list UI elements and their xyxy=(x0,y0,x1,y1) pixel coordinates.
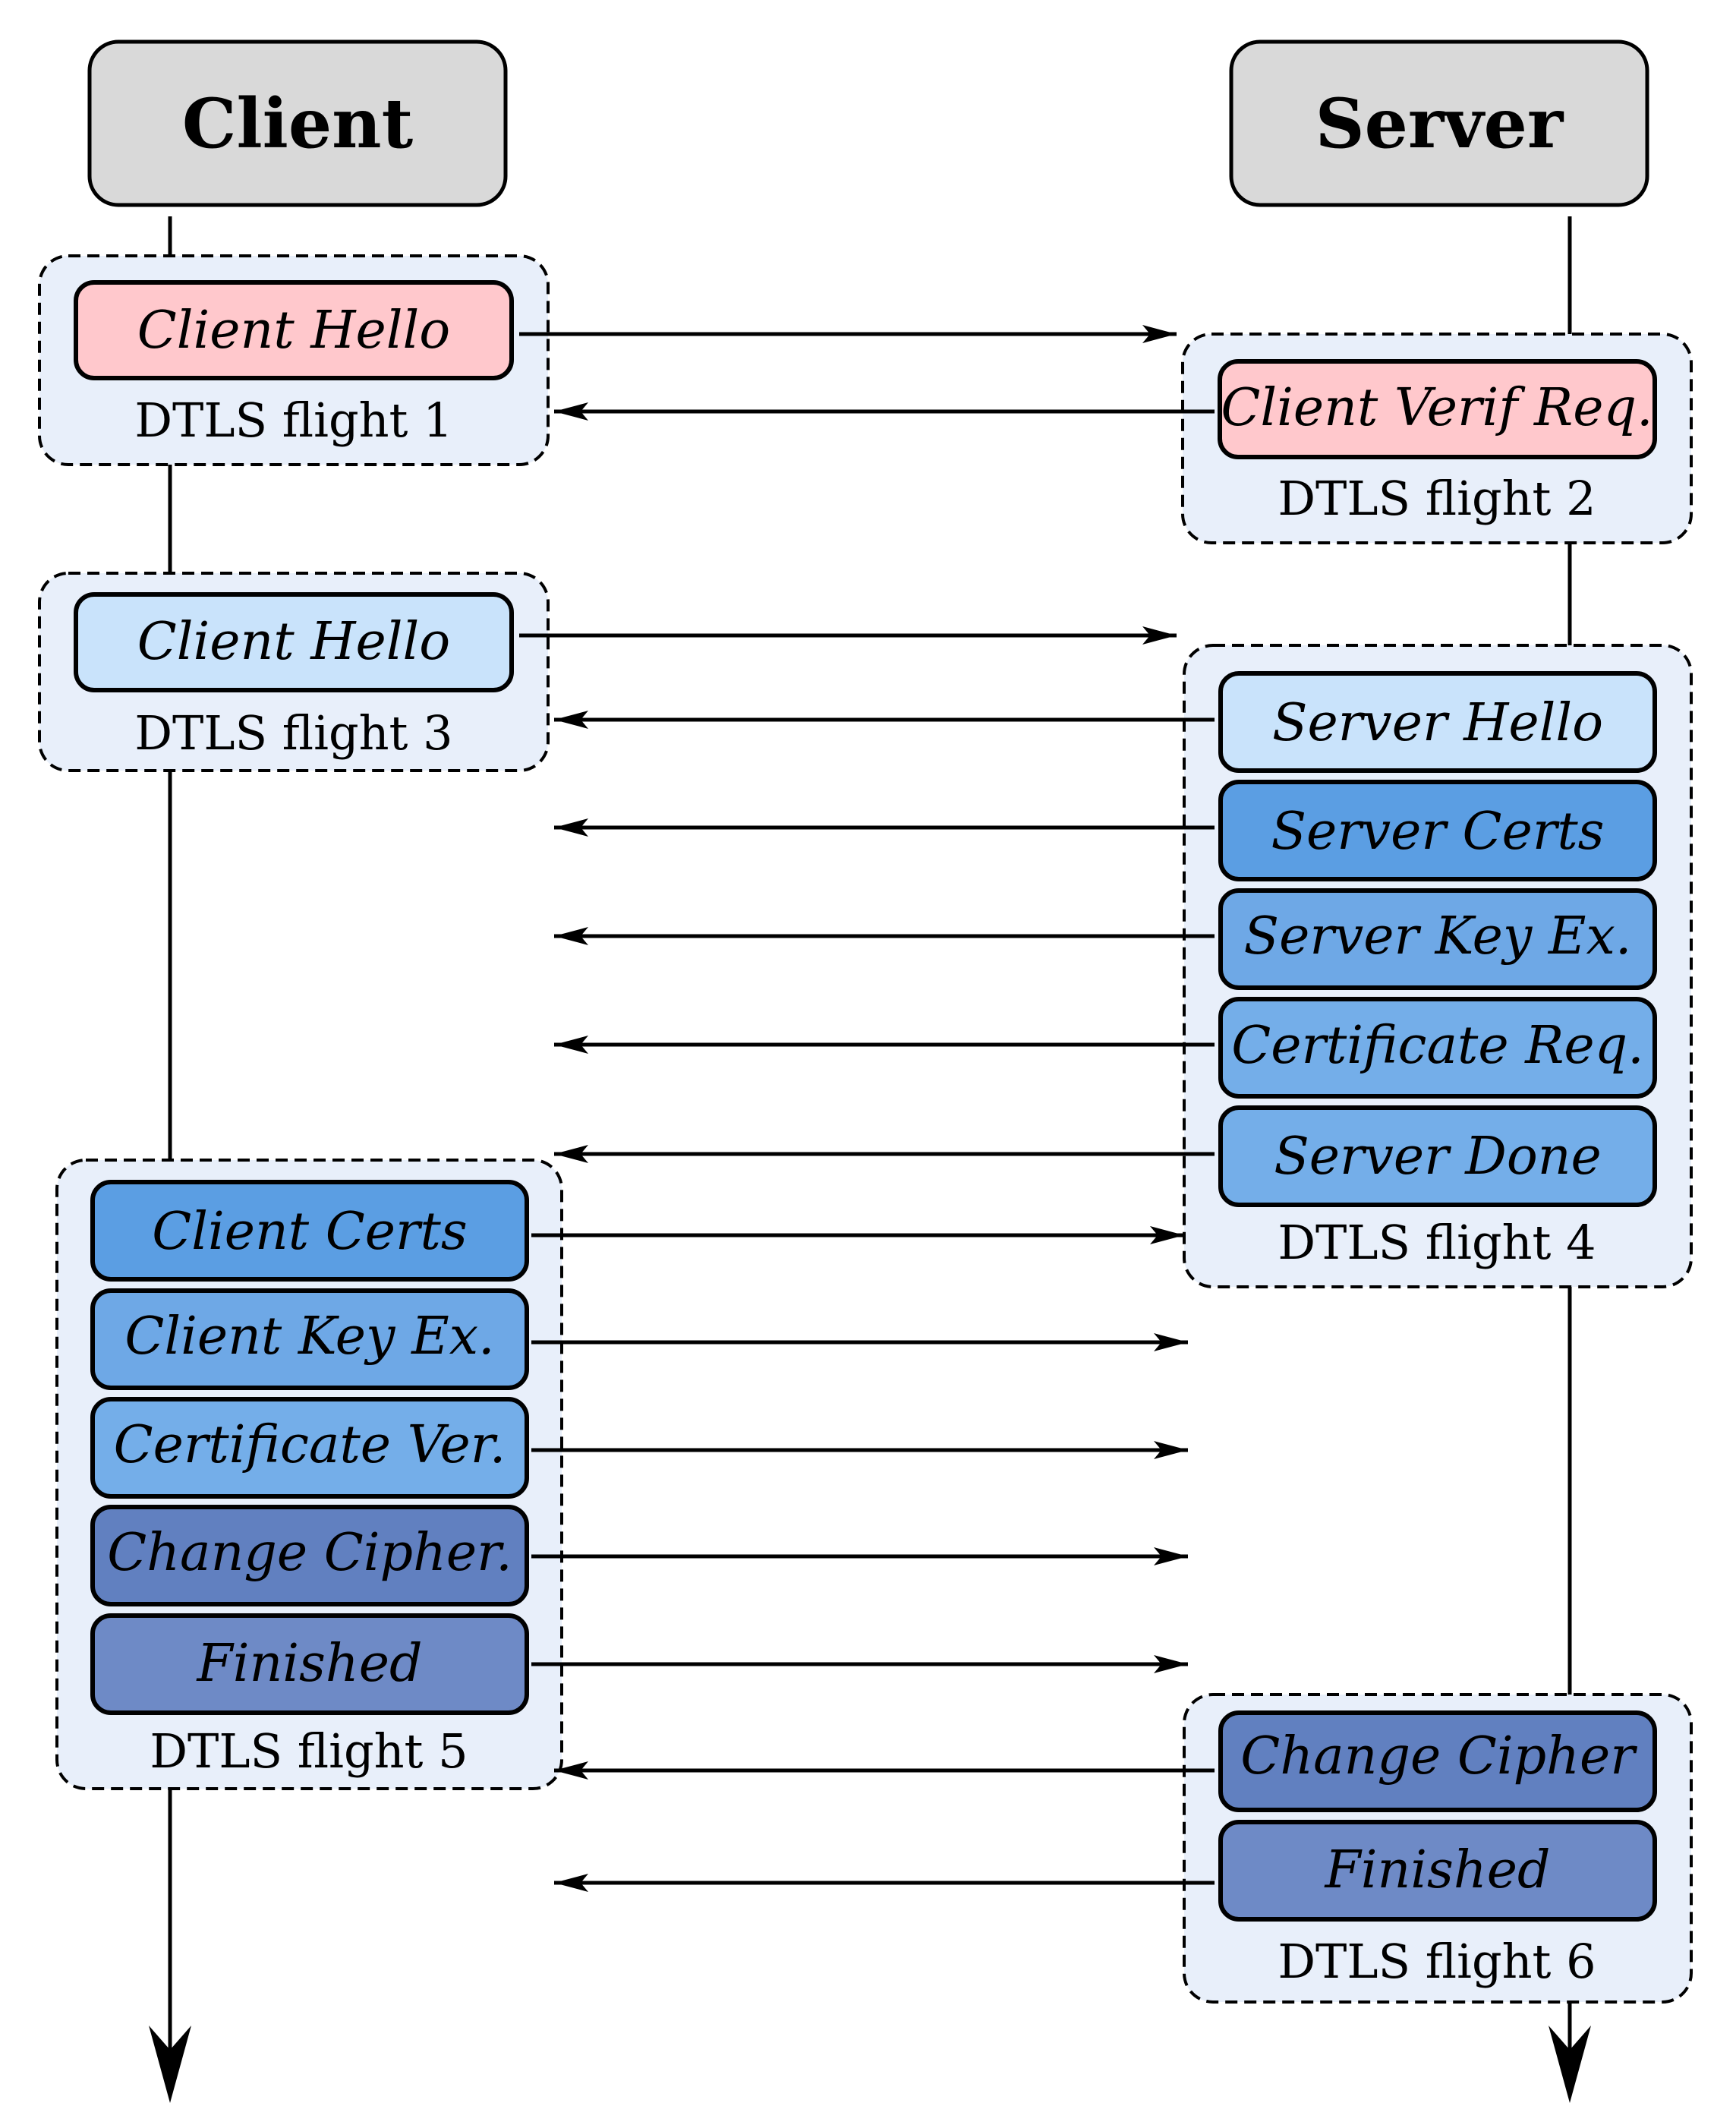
msg-client-verif-req: Client Verif Req. xyxy=(1218,359,1657,459)
server-header-label: Server xyxy=(1315,84,1564,164)
client-header-label: Client xyxy=(182,84,414,164)
flight-2-label: DTLS flight 2 xyxy=(1278,471,1596,526)
svg-text:Certificate Req.: Certificate Req. xyxy=(1231,1016,1644,1076)
arrow-certificate-req xyxy=(554,1036,1215,1054)
arrow-client-key-ex xyxy=(531,1333,1188,1351)
arrow-client-certs xyxy=(531,1226,1184,1244)
msg-certificate-req: Certificate Req. xyxy=(1218,997,1657,1099)
msg-change-cipher-server: Change Cipher xyxy=(1218,1710,1657,1812)
svg-text:Certificate Ver.: Certificate Ver. xyxy=(114,1415,506,1475)
msg-server-done: Server Done xyxy=(1218,1105,1657,1207)
svg-text:Server Key Ex.: Server Key Ex. xyxy=(1244,906,1632,966)
arrow-finished-client xyxy=(531,1655,1188,1673)
arrow-finished-server xyxy=(554,1874,1215,1892)
svg-text:Client Hello: Client Hello xyxy=(137,612,450,672)
msg-finished-client: Finished xyxy=(90,1613,529,1715)
msg-client-hello-3: Client Hello xyxy=(74,592,514,692)
arrow-server-certs xyxy=(554,818,1215,837)
client-header: Client xyxy=(87,39,508,207)
svg-text:Client Certs: Client Certs xyxy=(152,1202,468,1262)
arrow-change-cipher-server xyxy=(554,1761,1215,1780)
arrow-certificate-ver xyxy=(531,1441,1188,1459)
svg-text:Client Key Ex.: Client Key Ex. xyxy=(124,1307,494,1367)
svg-text:Change Cipher.: Change Cipher. xyxy=(107,1523,512,1583)
msg-change-cipher-client: Change Cipher. xyxy=(90,1505,529,1606)
msg-client-key-ex: Client Key Ex. xyxy=(90,1288,529,1390)
msg-server-certs: Server Certs xyxy=(1218,780,1657,881)
arrow-change-cipher-client xyxy=(531,1547,1188,1565)
arrow-client-hello-1 xyxy=(519,325,1177,343)
msg-server-key-ex: Server Key Ex. xyxy=(1218,888,1657,990)
flight-1-label: DTLS flight 1 xyxy=(134,393,452,448)
arrow-client-verif-req xyxy=(554,402,1215,421)
svg-text:Server Done: Server Done xyxy=(1274,1127,1602,1187)
svg-text:Server Hello: Server Hello xyxy=(1272,693,1603,753)
svg-text:Client Hello: Client Hello xyxy=(137,301,450,361)
msg-finished-server: Finished xyxy=(1218,1820,1657,1922)
server-header: Server xyxy=(1229,39,1649,207)
svg-text:Client Verif Req.: Client Verif Req. xyxy=(1221,378,1653,438)
msg-certificate-ver: Certificate Ver. xyxy=(90,1397,529,1499)
flight-5-label: DTLS flight 5 xyxy=(150,1723,468,1779)
svg-text:Server Certs: Server Certs xyxy=(1271,802,1604,862)
svg-text:Finished: Finished xyxy=(196,1634,423,1694)
flight-4-label: DTLS flight 4 xyxy=(1278,1215,1596,1270)
svg-text:Change Cipher: Change Cipher xyxy=(1240,1726,1637,1786)
arrow-server-done xyxy=(554,1145,1215,1163)
msg-client-certs: Client Certs xyxy=(90,1180,529,1282)
flight-6-label: DTLS flight 6 xyxy=(1278,1934,1596,1989)
svg-text:Finished: Finished xyxy=(1324,1840,1551,1900)
msg-client-hello-1: Client Hello xyxy=(74,280,514,380)
arrow-client-hello-3 xyxy=(519,626,1177,645)
flight-3-label: DTLS flight 3 xyxy=(134,705,452,761)
arrow-server-hello xyxy=(554,711,1215,729)
msg-server-hello: Server Hello xyxy=(1218,671,1657,773)
arrow-server-key-ex xyxy=(554,927,1215,945)
